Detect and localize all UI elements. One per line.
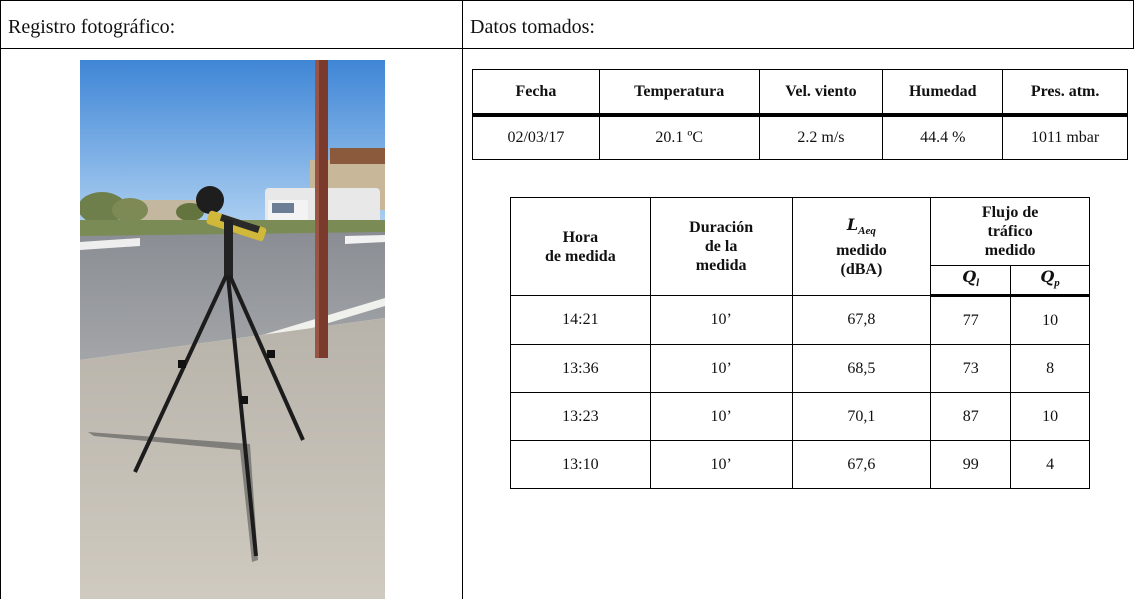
table-row: 13:23 10’ 70,1 87 10: [510, 392, 1090, 441]
cell-hora: 13:10: [510, 440, 651, 489]
ql-symbol: Q: [962, 267, 977, 286]
tripod-sound-meter-photo: [80, 60, 385, 599]
frame-left-line: [0, 0, 1, 599]
laeq-label: medido (dBA): [836, 241, 887, 278]
table-row: 13:10 10’ 67,6 99 4: [510, 440, 1090, 489]
table-row: 13:36 10’ 68,5 73 8: [510, 344, 1090, 393]
value-fecha: 02/03/17: [472, 115, 600, 160]
cell-hora: 13:23: [510, 392, 651, 441]
conditions-table: Fecha Temperatura Vel. viento Humedad Pr…: [472, 69, 1128, 160]
measurements-header-row: Hora de medida Duración de la medida LAe…: [510, 197, 1090, 296]
cell-duracion: 10’: [649, 344, 793, 393]
header-vel-viento: Vel. viento: [758, 69, 884, 117]
value-pres-atm: 1011 mbar: [1002, 115, 1128, 160]
cell-laeq: 67,6: [791, 440, 932, 489]
qp-subscript: p: [1054, 277, 1060, 289]
frame-middle-line: [462, 0, 463, 599]
cell-qp: 8: [1010, 344, 1090, 393]
cell-ql: 87: [930, 392, 1012, 441]
cell-duracion: 10’: [649, 440, 793, 489]
cell-laeq: 68,5: [791, 344, 932, 393]
cell-ql: 99: [930, 440, 1012, 489]
cell-hora: 13:36: [510, 344, 651, 393]
laeq-subscript: Aeq: [858, 224, 876, 237]
cell-qp: 4: [1010, 440, 1090, 489]
conditions-data-row: 02/03/17 20.1 ºC 2.2 m/s 44.4 % 1011 mba…: [472, 115, 1128, 160]
value-vel-viento: 2.2 m/s: [758, 115, 884, 160]
cell-ql: 73: [930, 344, 1012, 393]
header-temperatura: Temperatura: [598, 69, 760, 117]
header-humedad: Humedad: [882, 69, 1004, 117]
frame-header-divider: [0, 48, 1134, 49]
measurements-table: Hora de medida Duración de la medida LAe…: [510, 197, 1090, 489]
measurements-subheader-row: Ql Qp: [511, 265, 1090, 297]
laeq-symbol: L: [846, 214, 859, 234]
table-row: 14:21 10’ 67,8 77 10: [510, 295, 1090, 345]
header-qp: Qp: [1010, 265, 1090, 297]
frame-top-line: [0, 0, 1134, 1]
conditions-header-row: Fecha Temperatura Vel. viento Humedad Pr…: [472, 69, 1128, 117]
value-temperatura: 20.1 ºC: [598, 115, 760, 160]
cell-laeq: 70,1: [791, 392, 932, 441]
cell-hora: 14:21: [510, 295, 651, 345]
header-fecha: Fecha: [472, 69, 600, 117]
cell-duracion: 10’: [649, 295, 793, 345]
header-pres-atm: Pres. atm.: [1002, 69, 1128, 117]
cell-laeq: 67,8: [791, 295, 932, 345]
cell-qp: 10: [1010, 295, 1090, 345]
data-section-title: Datos tomados:: [470, 16, 595, 38]
header-laeq: LAeq medido (dBA): [791, 197, 932, 296]
cell-qp: 10: [1010, 392, 1090, 441]
ql-subscript: l: [976, 277, 980, 289]
header-ql: Ql: [930, 265, 1012, 297]
header-duracion: Duración de la medida: [649, 197, 793, 296]
cell-ql: 77: [930, 295, 1012, 345]
header-flujo: Flujo de tráfico medido: [930, 197, 1090, 266]
value-humedad: 44.4 %: [882, 115, 1004, 160]
photo-section-title: Registro fotográfico:: [8, 16, 176, 38]
qp-symbol: Q: [1040, 267, 1055, 286]
header-hora: Hora de medida: [510, 197, 651, 296]
cell-duracion: 10’: [649, 392, 793, 441]
